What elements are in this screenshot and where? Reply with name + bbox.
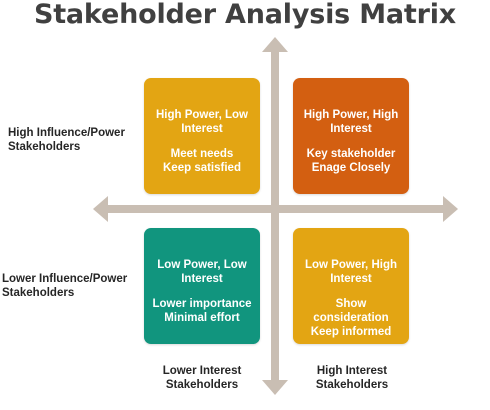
quadrant-note-line: Key stakeholder [306,148,396,160]
quadrant-note-line: Enage Closely [311,162,391,174]
quadrant-low-power-high-interest: Low Power, High Interest Show considerat… [293,228,409,344]
vertical-axis [271,50,279,382]
quadrant-heading: Low Power, Low Interest [157,259,247,285]
label-lower-influence: Lower Influence/Power Stakeholders [2,273,128,299]
label-high-influence: High Influence/Power Stakeholders [8,127,125,153]
quadrant-heading: High Power, High Interest [303,109,399,135]
quadrant-heading: High Power, Low Interest [155,109,248,135]
arrow-up-icon [262,37,288,52]
quadrant-note: Lower importance Minimal effort [148,297,256,325]
arrow-right-icon [443,196,458,222]
horizontal-axis [106,205,446,213]
quadrant-note-line: Meet needs [170,148,234,160]
quadrant-note: Show consideration Keep informed [297,297,405,339]
page-title: Stakeholder Analysis Matrix [33,0,457,30]
quadrant-high-power-low-interest: High Power, Low Interest Meet needs Keep… [144,78,260,194]
arrow-down-icon [262,380,288,395]
quadrant-note-line: Keep informed [310,326,392,338]
quadrant-note-line: Keep satisfied [163,162,241,174]
quadrant-high-power-high-interest: High Power, High Interest Key stakeholde… [293,78,409,194]
quadrant-heading: Low Power, High Interest [304,259,397,285]
quadrant-note-line: Show consideration [313,298,389,324]
quadrant-note: Key stakeholder Enage Closely [297,147,405,175]
quadrant-note: Meet needs Keep satisfied [148,147,256,175]
quadrant-low-power-low-interest: Low Power, Low Interest Lower importance… [144,228,260,344]
label-lower-interest: Lower Interest Stakeholders [162,365,242,391]
quadrant-note-line: Lower importance [152,298,252,310]
arrow-left-icon [93,196,108,222]
label-high-interest: High Interest Stakeholders [315,365,389,391]
quadrant-note-line: Minimal effort [164,312,240,324]
